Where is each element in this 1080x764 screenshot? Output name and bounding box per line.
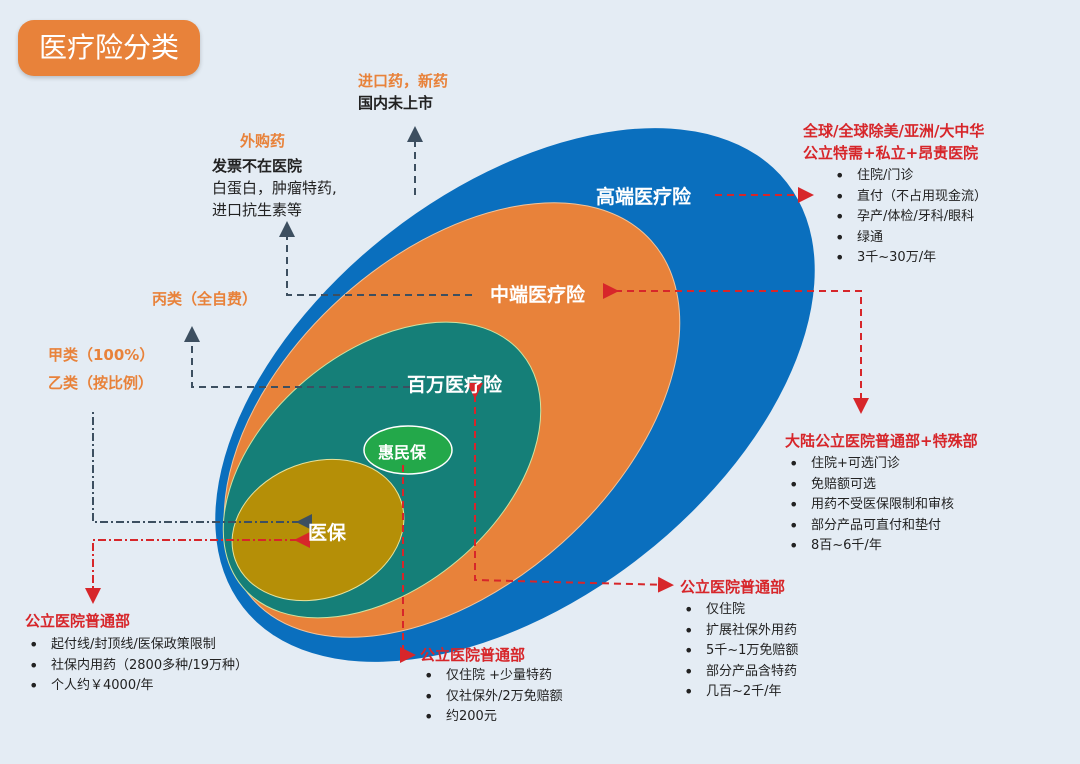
hmb-title: 公立医院普通部 xyxy=(420,646,526,664)
list-item: 个人约￥4000/年 xyxy=(25,676,248,697)
page-title: 医疗险分类 xyxy=(18,20,200,76)
huiminbao-ellipse xyxy=(363,425,453,475)
arrow-mid-info xyxy=(603,283,869,414)
class-b-label: 乙类（按比例） xyxy=(48,374,154,392)
import-drugs-sub: 国内未上市 xyxy=(358,94,434,112)
high-end-info: 全球/全球除美/亚洲/大中华 公立特需+私立+昂贵医院 住院/门诊 直付（不占用… xyxy=(803,120,987,269)
outside-line1: 发票不在医院 xyxy=(212,157,303,175)
list-item: 起付线/封顶线/医保政策限制 xyxy=(25,635,248,656)
million-info: 公立医院普通部 仅住院 扩展社保外用药 5千~1万免赔额 部分产品含特药 几百~… xyxy=(680,576,798,703)
high-title1: 全球/全球除美/亚洲/大中华 xyxy=(803,122,985,140)
list-item: 孕产/体检/牙科/眼科 xyxy=(831,207,987,228)
arrow-class-c xyxy=(184,326,410,388)
import-drugs-title: 进口药，新药 xyxy=(358,72,449,90)
label-mid-end: 中端医疗险 xyxy=(490,284,586,306)
huiminbao-info: 公立医院普通部 仅住院 +少量特药 仅社保外/2万免赔额 约200元 xyxy=(420,644,563,728)
list-item: 仅住院 +少量特药 xyxy=(420,666,563,687)
label-million: 百万医疗险 xyxy=(407,374,503,396)
outside-line2: 白蛋白，肿瘤特药, xyxy=(212,179,337,197)
outside-drugs-desc: 发票不在医院 白蛋白，肿瘤特药, 进口抗生素等 xyxy=(212,155,337,221)
list-item: 绿通 xyxy=(831,228,987,249)
label-high-end: 高端医疗险 xyxy=(596,186,692,208)
yibao-title: 公立医院普通部 xyxy=(25,612,131,630)
arrow-outside-drugs xyxy=(279,221,472,296)
list-item: 几百~2千/年 xyxy=(680,682,798,703)
arrow-hmb-info xyxy=(400,465,416,663)
high-title2: 公立特需+私立+昂贵医院 xyxy=(803,144,979,162)
list-item: 部分产品可直付和垫付 xyxy=(785,516,978,537)
arrow-yibao-info xyxy=(85,532,310,604)
list-item: 用药不受医保限制和审核 xyxy=(785,495,978,516)
list-item: 仅社保外/2万免赔额 xyxy=(420,687,563,708)
list-item: 免赔额可选 xyxy=(785,475,978,496)
class-c-label: 丙类（全自费） xyxy=(152,290,258,308)
list-item: 约200元 xyxy=(420,707,563,728)
list-item: 扩展社保外用药 xyxy=(680,621,798,642)
list-item: 3千~30万/年 xyxy=(831,248,987,269)
outside-line3: 进口抗生素等 xyxy=(212,201,303,219)
label-huiminbao: 惠民保 xyxy=(378,443,427,462)
list-item: 社保内用药（2800多种/19万种） xyxy=(25,656,248,677)
arrow-million-info xyxy=(467,383,674,593)
arrow-class-ab xyxy=(92,412,312,530)
mid-end-info: 大陆公立医院普通部+特殊部 住院+可选门诊 免赔额可选 用药不受医保限制和审核 … xyxy=(785,430,978,557)
class-a-label: 甲类（100%） xyxy=(48,346,155,364)
label-yibao: 医保 xyxy=(308,522,347,544)
list-item: 部分产品含特药 xyxy=(680,662,798,683)
list-item: 8百~6千/年 xyxy=(785,536,978,557)
list-item: 5千~1万免赔额 xyxy=(680,641,798,662)
list-item: 仅住院 xyxy=(680,600,798,621)
yibao-info: 公立医院普通部 起付线/封顶线/医保政策限制 社保内用药（2800多种/19万种… xyxy=(25,610,248,697)
million-title: 公立医院普通部 xyxy=(680,578,786,596)
list-item: 住院/门诊 xyxy=(831,166,987,187)
list-item: 直付（不占用现金流） xyxy=(831,187,987,208)
list-item: 住院+可选门诊 xyxy=(785,454,978,475)
mid-title: 大陆公立医院普通部+特殊部 xyxy=(785,432,978,450)
outside-drugs-title: 外购药 xyxy=(240,132,286,150)
